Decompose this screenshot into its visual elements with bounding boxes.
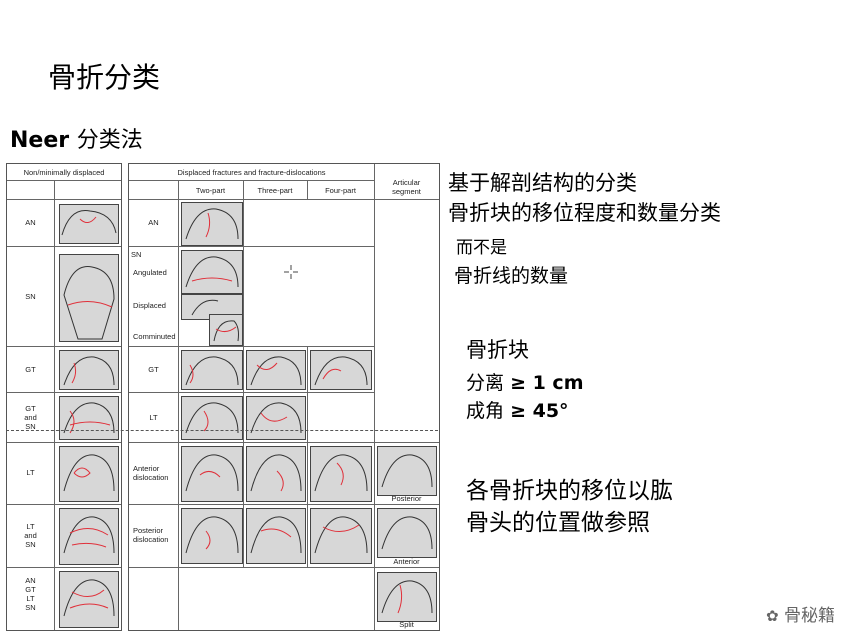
row-label-angulated: Angulated — [133, 268, 167, 277]
note-line-1: 基于解剖结构的分类 — [448, 171, 637, 195]
separation-row: 分离 ≥ 1 cm — [466, 368, 584, 395]
slide-title: 骨折分类 — [48, 61, 161, 94]
bone-illustration — [181, 508, 243, 564]
separation-value: ≥ 1 cm — [510, 372, 584, 394]
bone-illustration — [59, 508, 119, 565]
reference-line-1: 各骨折块的移位以肱 — [466, 478, 673, 504]
table-non-displaced: Non/minimally displaced AN SN GT GT and … — [6, 163, 122, 631]
caption-posterior: Posterior — [391, 494, 422, 503]
col-articular-segment: Articular segment — [392, 178, 421, 196]
bone-illustration — [59, 396, 119, 440]
subtitle-cn: 分类法 — [76, 128, 143, 153]
bone-illustration — [59, 254, 119, 342]
note-line-2: 骨折块的移位程度和数量分类 — [448, 201, 721, 225]
bone-illustration — [181, 202, 243, 246]
watermark: ✿ 骨秘籍 — [766, 601, 835, 626]
col-two-part: Two-part — [195, 186, 226, 195]
bone-illustration — [377, 508, 437, 558]
bone-illustration — [181, 396, 243, 440]
bone-illustration — [246, 396, 306, 440]
crosshair-cursor-icon — [284, 264, 298, 279]
bone-illustration — [59, 446, 119, 502]
row-label-gt: GT — [25, 365, 36, 374]
wechat-icon: ✿ — [766, 607, 779, 625]
bone-illustration — [209, 314, 243, 346]
col-four-part: Four-part — [325, 186, 356, 195]
row-label-sn: SN — [25, 292, 36, 301]
table-displaced: Displaced fractures and fracture-disloca… — [128, 163, 440, 631]
note-line-4: 骨折线的数量 — [454, 265, 569, 287]
row-label-posterior-dislocation: Posterior dislocation — [133, 526, 169, 544]
row-label-all: AN GT LT SN — [25, 576, 36, 612]
bone-illustration — [310, 446, 372, 502]
row-label-lt: LT — [149, 413, 158, 422]
bone-illustration — [246, 350, 306, 390]
bone-illustration — [377, 572, 437, 622]
dashed-divider — [6, 430, 438, 431]
bone-illustration — [59, 350, 119, 390]
bone-illustration — [181, 250, 243, 294]
caption-split: Split — [399, 620, 414, 629]
bone-illustration — [246, 508, 306, 564]
table-left-header: Non/minimally displaced — [23, 168, 105, 177]
row-label-gt-sn: GT and SN — [24, 404, 37, 431]
row-label-anterior-dislocation: Anterior dislocation — [133, 464, 169, 482]
fragment-title: 骨折块 — [466, 338, 529, 362]
separation-label: 分离 — [466, 372, 505, 394]
angulation-value: ≥ 45° — [510, 400, 569, 422]
caption-anterior: Anterior — [393, 557, 420, 566]
bone-illustration — [246, 446, 306, 502]
bone-illustration — [181, 350, 243, 390]
row-label-an: AN — [148, 218, 159, 227]
slide-subtitle: Neer 分类法 — [10, 122, 143, 154]
row-label-comminuted: Comminuted — [133, 332, 176, 341]
watermark-text: 骨秘籍 — [784, 606, 835, 626]
angulation-row: 成角 ≥ 45° — [466, 396, 569, 423]
angulation-label: 成角 — [466, 400, 505, 422]
bone-illustration — [59, 571, 119, 628]
bone-illustration — [310, 350, 372, 390]
row-label-lt-sn: LT and SN — [24, 522, 37, 549]
table-right-header: Displaced fractures and fracture-disloca… — [177, 168, 326, 177]
row-label-displaced: Displaced — [133, 301, 166, 310]
subtitle-en: Neer — [10, 128, 70, 153]
col-three-part: Three-part — [257, 186, 293, 195]
reference-line-2: 骨头的位置做参照 — [466, 510, 650, 536]
bone-illustration — [181, 446, 243, 502]
bone-illustration — [310, 508, 372, 564]
row-label-lt: LT — [26, 468, 35, 477]
bone-illustration — [59, 204, 119, 244]
row-label-an: AN — [25, 218, 36, 227]
bone-illustration — [377, 446, 437, 496]
note-line-3: 而不是 — [456, 238, 507, 258]
row-label-gt: GT — [148, 365, 159, 374]
row-label-sn: SN — [131, 250, 142, 259]
